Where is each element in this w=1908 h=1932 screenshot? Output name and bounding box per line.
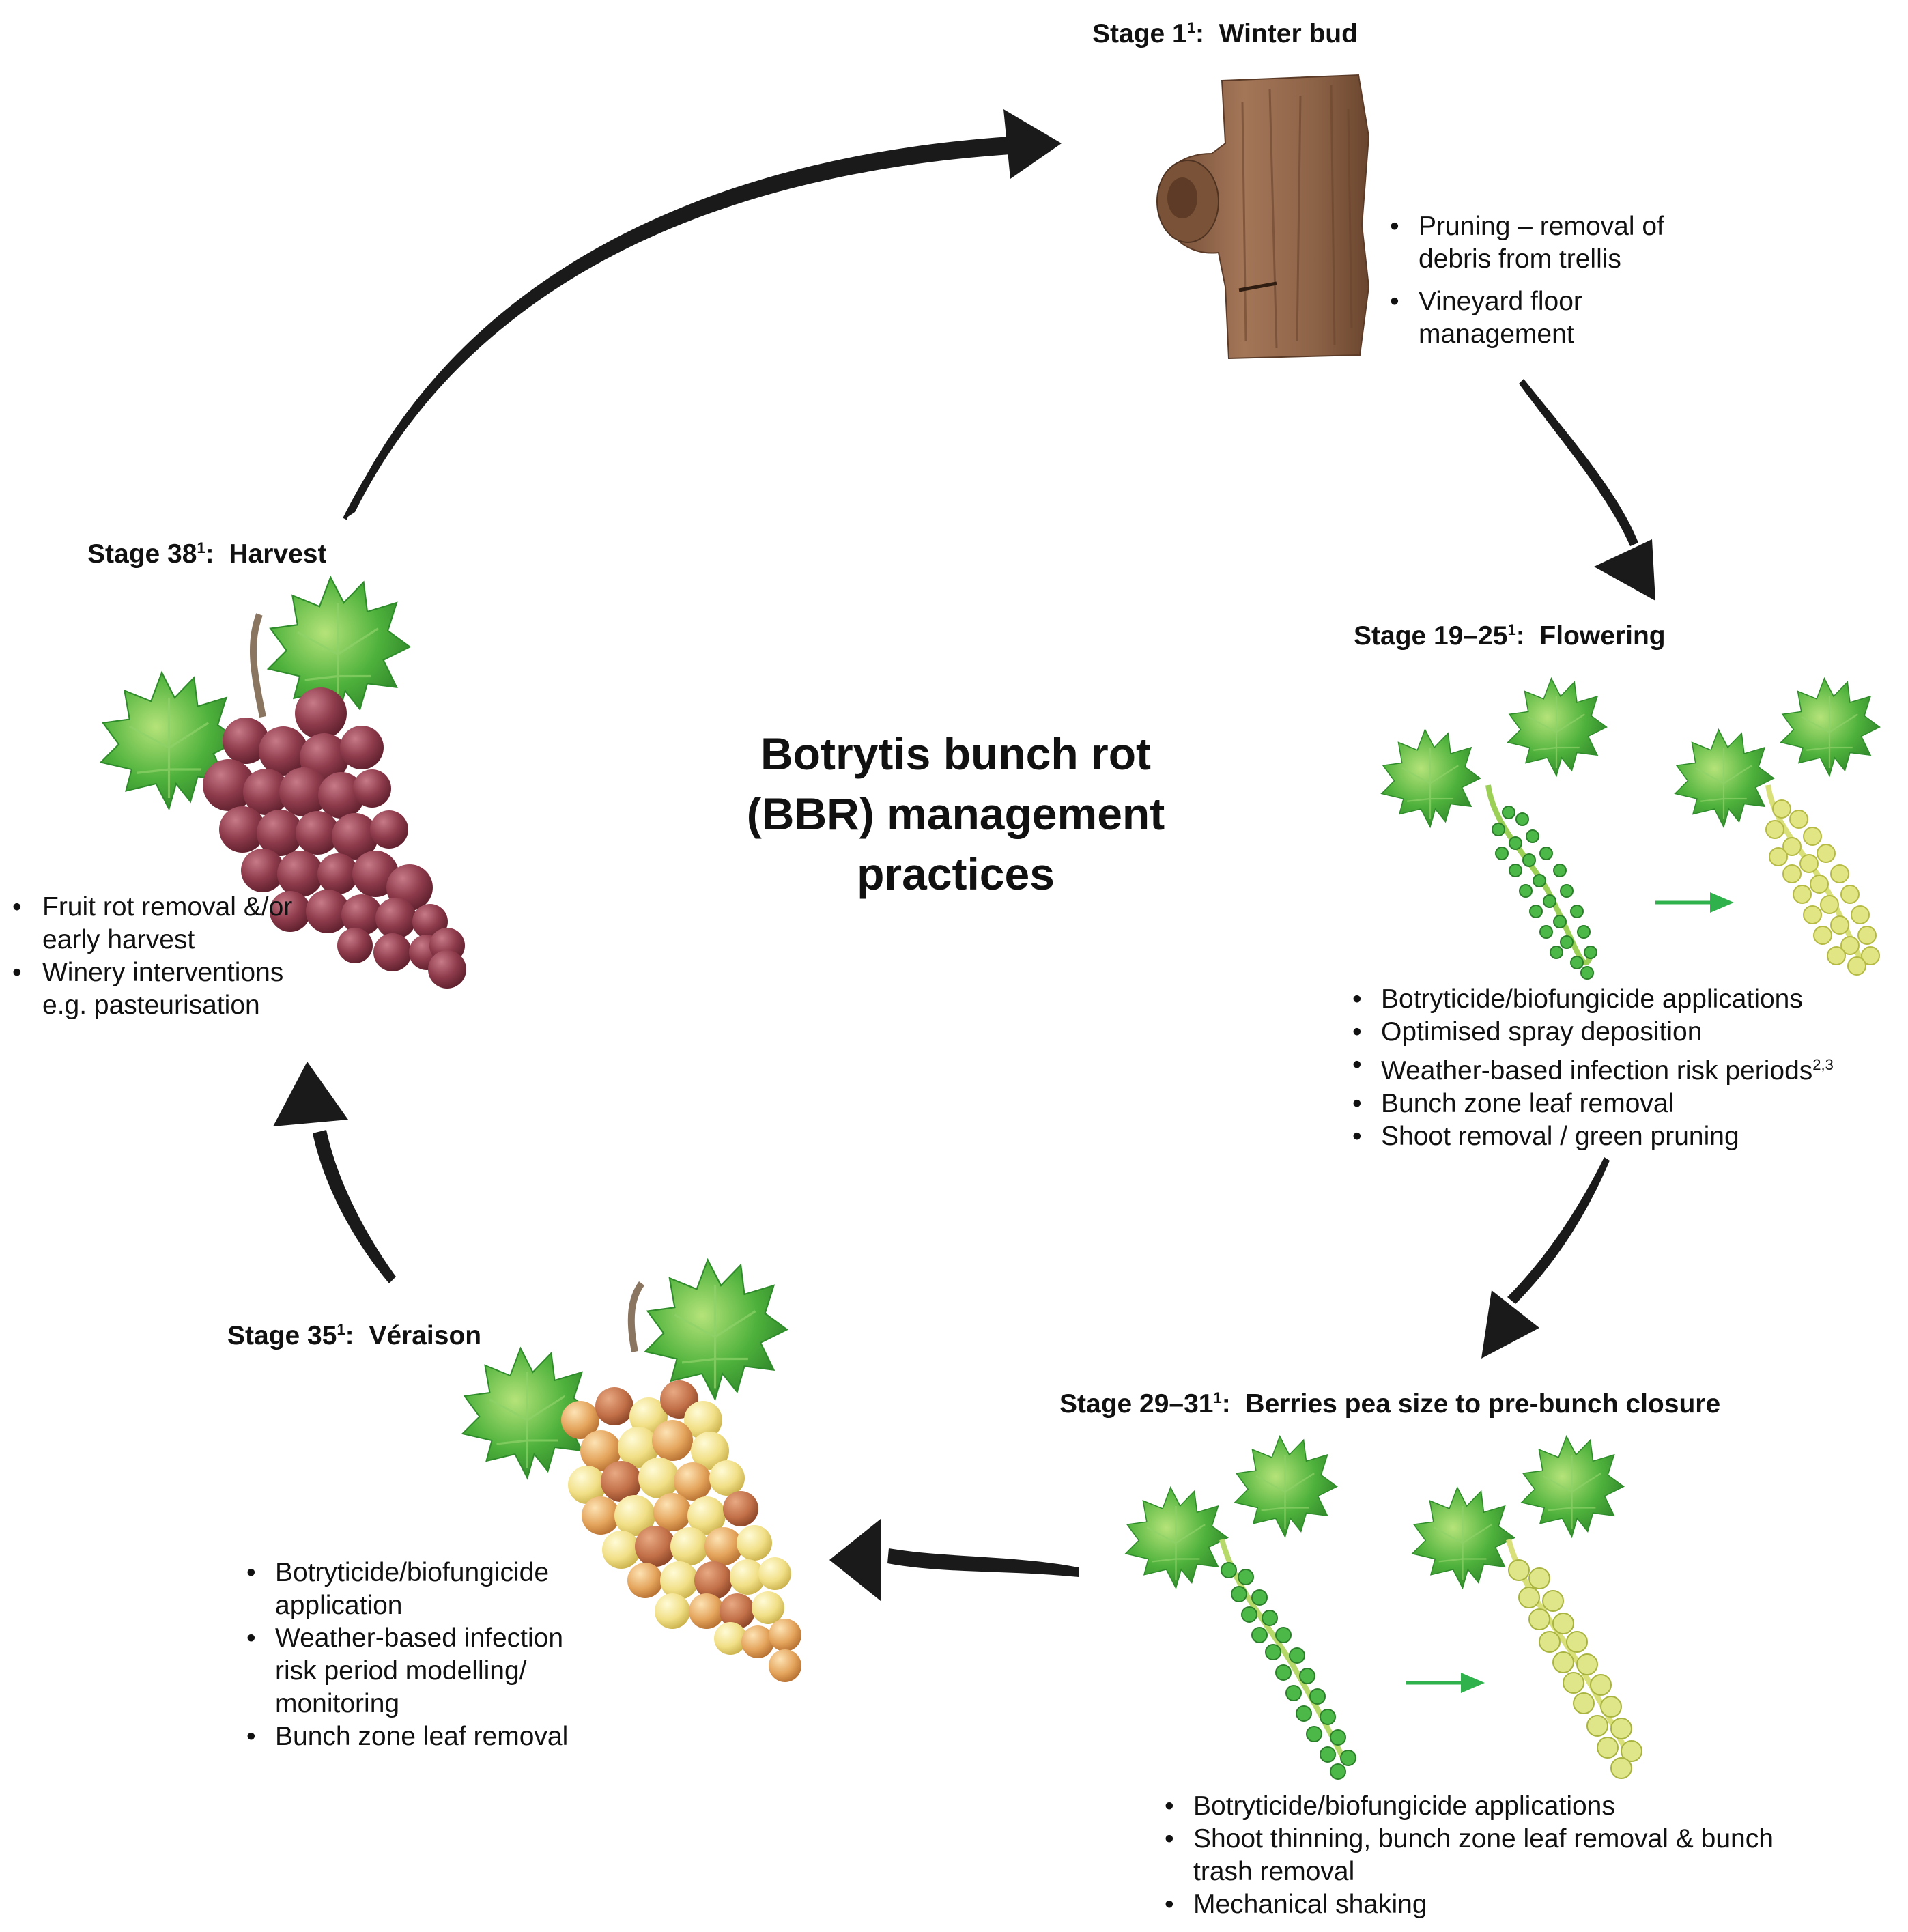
stage-label: Stage 35 [227,1321,337,1350]
practice-item: Botryticide/biofungicide applications [1348,983,1894,1016]
stage-title-pea-size: Stage 29–311: Berries pea size to pre-bu… [1059,1389,1721,1419]
arrow-flowering-to-pea-head [1481,1290,1539,1359]
practice-item: Winery interventions e.g. pasteurisation [12,956,313,1022]
stage-sup: 1 [197,539,205,556]
leaf-icon [1507,677,1608,777]
stage-title-veraison: Stage 351: Véraison [227,1321,482,1350]
practice-item: Shoot removal / green pruning [1348,1120,1894,1153]
arrow-pea-to-veraison-head [829,1519,881,1601]
stage-label: Stage 1 [1092,19,1187,48]
title-line: (BBR) management [746,789,1165,839]
practice-item: Fruit rot removal &/or early harvest [12,891,313,956]
stage-sup: 1 [1507,621,1516,638]
practice-text: Weather-based infection risk periods [1381,1056,1813,1085]
practice-item: Botryticide/biofungicide application [242,1557,611,1622]
practice-item: Pruning – removal of debris from trellis [1386,210,1741,276]
stage-title-winter-bud: Stage 11: Winter bud [1092,19,1358,48]
stage-label: Stage 19–25 [1354,621,1508,651]
stage-title-harvest: Stage 381: Harvest [87,539,327,569]
veraison-bunch [561,1380,801,1682]
arrow-winter-to-flowering-head [1594,539,1655,601]
title-line: practices [857,849,1055,899]
veraison-illustration [461,1258,801,1682]
practice-item: Optimised spray deposition [1348,1016,1894,1049]
practice-item: Botryticide/biofungicide applications [1161,1790,1775,1823]
arrow-harvest-to-winter-head [1003,109,1062,179]
winter-bud-illustration [1156,74,1370,360]
veraison-practices: Botryticide/biofungicide application Wea… [242,1557,611,1753]
practice-item: Mechanical shaking [1161,1888,1775,1921]
leaf-icon [1234,1435,1338,1538]
stage-name: Flowering [1539,621,1666,651]
stage-title-flowering: Stage 19–251: Flowering [1354,621,1666,651]
practice-item: Weather-based infection risk period mode… [242,1622,611,1720]
stage-name: Harvest [229,539,327,569]
flowering-illustration [1380,677,1881,980]
stage-label: Stage 29–31 [1059,1389,1214,1419]
reference-sup: 2,3 [1812,1056,1834,1073]
stage-name: Véraison [369,1321,482,1350]
arrow-harvest-to-winter [343,143,1011,520]
leaf-icon [1124,1486,1229,1589]
stage-sup: 1 [1186,19,1195,36]
stage-sup: 1 [337,1321,345,1338]
practice-item: Shoot thinning, bunch zone leaf removal … [1161,1823,1775,1888]
arrow-veraison-to-harvest-head [273,1062,348,1126]
harvest-illustration [100,576,466,989]
title-line: Botrytis bunch rot [760,728,1151,779]
harvest-practices: Fruit rot removal &/or early harvest Win… [12,891,313,1022]
leaf-icon [644,1258,788,1401]
stage-name: Winter bud [1219,19,1358,48]
cycle-arrows [273,109,1655,1601]
leaf-icon [1520,1435,1625,1538]
harvest-bunch [203,687,466,989]
diagram-title: Botrytis bunch rot (BBR) management prac… [669,724,1242,904]
leaf-icon [1380,728,1481,828]
practice-item: Vineyard floor management [1386,285,1741,351]
stage-name: Berries pea size to pre-bunch closure [1245,1389,1721,1419]
stage-sup: 1 [1213,1389,1222,1406]
stage-label: Stage 38 [87,539,197,569]
practice-item: Bunch zone leaf removal [1348,1088,1894,1120]
winter-bud-practices: Pruning – removal of debris from trellis… [1386,210,1741,360]
transition-arrow-icon [1710,892,1734,913]
pea-size-illustration [1124,1435,1642,1780]
practice-item: Bunch zone leaf removal [242,1720,611,1753]
leaf-icon [1780,677,1881,777]
leaf-icon [1411,1486,1515,1589]
flowering-practices: Botryticide/biofungicide applications Op… [1348,983,1894,1153]
transition-arrow-icon [1461,1673,1485,1693]
practice-item: Weather-based infection risk periods2,3 [1348,1049,1894,1088]
pea-size-practices: Botryticide/biofungicide applications Sh… [1161,1790,1775,1921]
leaf-icon [1674,728,1775,828]
